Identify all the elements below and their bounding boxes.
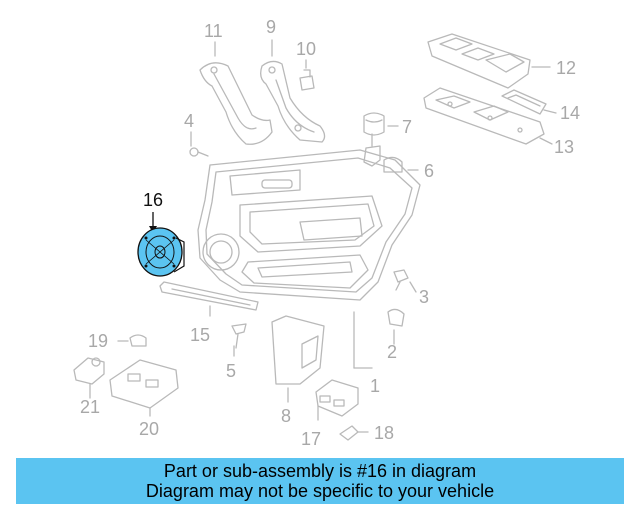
callout-11: 11 [204,21,223,41]
switch-20-part [109,359,179,417]
callout-6: 6 [424,161,435,181]
seal-strip-part [159,281,259,317]
callout-15: 15 [190,325,211,345]
plug-part [387,308,405,345]
callout-16: 16 [143,190,164,210]
door-pocket-part [271,315,325,403]
parts-diagram [73,33,557,441]
callout-1: 1 [370,376,381,396]
callout-21: 21 [80,397,101,417]
banner-line-1: Part or sub-assembly is #16 in diagram [163,461,477,481]
screw-5-part [231,323,247,357]
callout-18: 18 [374,423,395,443]
info-banner: Part or sub-assembly is #16 in diagram D… [16,458,624,504]
cap-part [383,156,419,173]
bulb-part [339,425,369,441]
lock-switch-part [363,112,399,167]
callout-20: 20 [139,419,160,439]
clip-fastener-part [393,269,417,293]
screw-part [189,131,209,157]
callout-2: 2 [387,342,398,362]
callout-14: 14 [560,103,581,123]
callout-17: 17 [301,429,322,449]
door-trim-panel [197,149,421,369]
callout-9: 9 [266,17,277,37]
speaker-part-highlight[interactable] [137,212,185,277]
window-switch-bezel [427,33,551,89]
switch-21-part [73,357,105,399]
callout-19: 19 [88,331,109,351]
callout-8: 8 [281,406,292,426]
callout-4: 4 [184,111,195,131]
callout-3: 3 [419,287,430,307]
callout-7: 7 [402,117,413,137]
callout-5: 5 [226,361,237,381]
switch-17-part [315,379,359,421]
pull-handle-part [260,39,326,143]
callout-12: 12 [556,58,577,78]
grab-handle-part [199,41,273,145]
callout-10: 10 [296,39,317,59]
switch-panel-part [423,87,557,145]
knob-19-part [117,334,147,347]
callout-13: 13 [554,137,575,157]
banner-line-2: Diagram may not be specific to your vehi… [145,481,495,501]
clip-part [299,59,315,91]
